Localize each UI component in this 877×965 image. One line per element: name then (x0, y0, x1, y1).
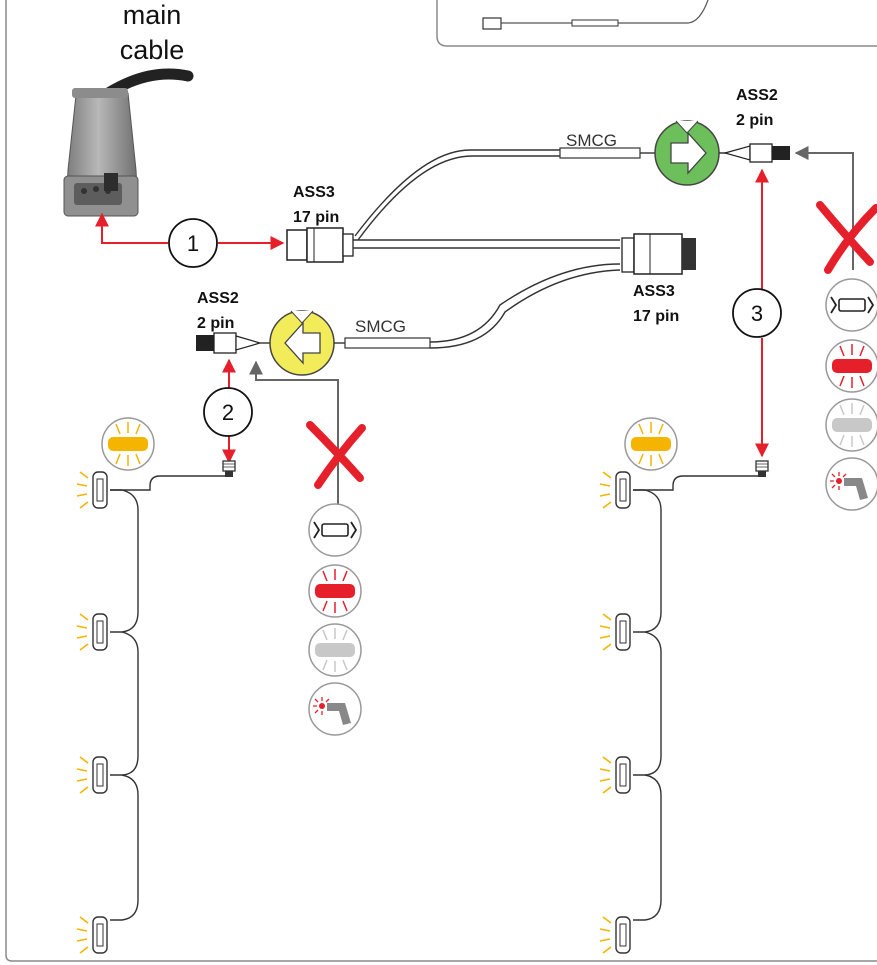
left-lamp-4 (76, 916, 108, 954)
right-cable-break-icon (825, 278, 877, 332)
right-lamp-3 (599, 756, 631, 794)
step-2-marker (203, 387, 253, 437)
ass3-bottom-pins: 17 pin (633, 308, 679, 325)
left-cable-break-icon (308, 503, 362, 557)
main-cable-plug (63, 68, 194, 217)
step1-red-arrow (102, 214, 283, 243)
left-red-light-icon (308, 564, 362, 618)
left-probe-icon (308, 682, 362, 736)
frame-border (5, 0, 877, 962)
right-red-light-icon (825, 339, 877, 393)
right-lamp-2 (599, 613, 631, 651)
ass2-left-pins: 2 pin (197, 315, 234, 332)
right-red-cross-icon (816, 201, 877, 274)
smcg-bottom-module (344, 337, 431, 349)
step-3-marker (732, 288, 782, 338)
step-3-number: 3 (751, 301, 763, 326)
right-lamp-chain (633, 470, 763, 921)
right-gray-light-icon (825, 398, 877, 452)
step-1-marker (168, 218, 218, 268)
step-2-number: 2 (222, 400, 234, 425)
right-amber-light-icon (624, 417, 678, 471)
left-lamp-chain (110, 470, 230, 921)
ass3-top-pins: 17 pin (293, 209, 339, 226)
left-red-cross-icon (306, 421, 366, 489)
smcg-top-label: SMCG (566, 131, 617, 150)
left-amber-light-icon (101, 417, 155, 471)
green-direction-icon (654, 120, 720, 186)
ass3-bottom-name: ASS3 (633, 283, 675, 300)
ass3-right-connector (621, 233, 696, 275)
left-chain-connector (222, 460, 236, 478)
smcg-top-module (559, 147, 641, 159)
yellow-direction-icon (269, 310, 335, 376)
main-cable-label-line2: cable (120, 35, 185, 65)
ass2-right-name: ASS2 (736, 87, 778, 104)
ass2-left-name: ASS2 (197, 290, 239, 307)
left-lamp-3 (76, 756, 108, 794)
right-lamp-4 (599, 916, 631, 954)
left-lamp-1 (76, 471, 108, 509)
left-gray-light-icon (308, 623, 362, 677)
right-chain-connector (755, 460, 769, 478)
ass2-left-connector (196, 332, 263, 354)
smcg-bottom-label: SMCG (355, 317, 406, 336)
inset-panel (436, 0, 877, 47)
ass3-left-connector (286, 227, 354, 263)
step-1-number: 1 (187, 231, 199, 256)
ass3-top-name: ASS3 (293, 184, 335, 201)
main-cable-label-line1: main (123, 0, 182, 30)
left-gray-arrow (249, 360, 339, 505)
ass2-right-pins: 2 pin (736, 112, 773, 129)
ass2-right-connector (722, 143, 790, 163)
ass3-y-cable (353, 149, 621, 349)
left-lamp-2 (76, 613, 108, 651)
right-probe-icon (825, 457, 877, 511)
inset-cable-thumbnail (482, 0, 709, 30)
right-lamp-1 (599, 471, 631, 509)
